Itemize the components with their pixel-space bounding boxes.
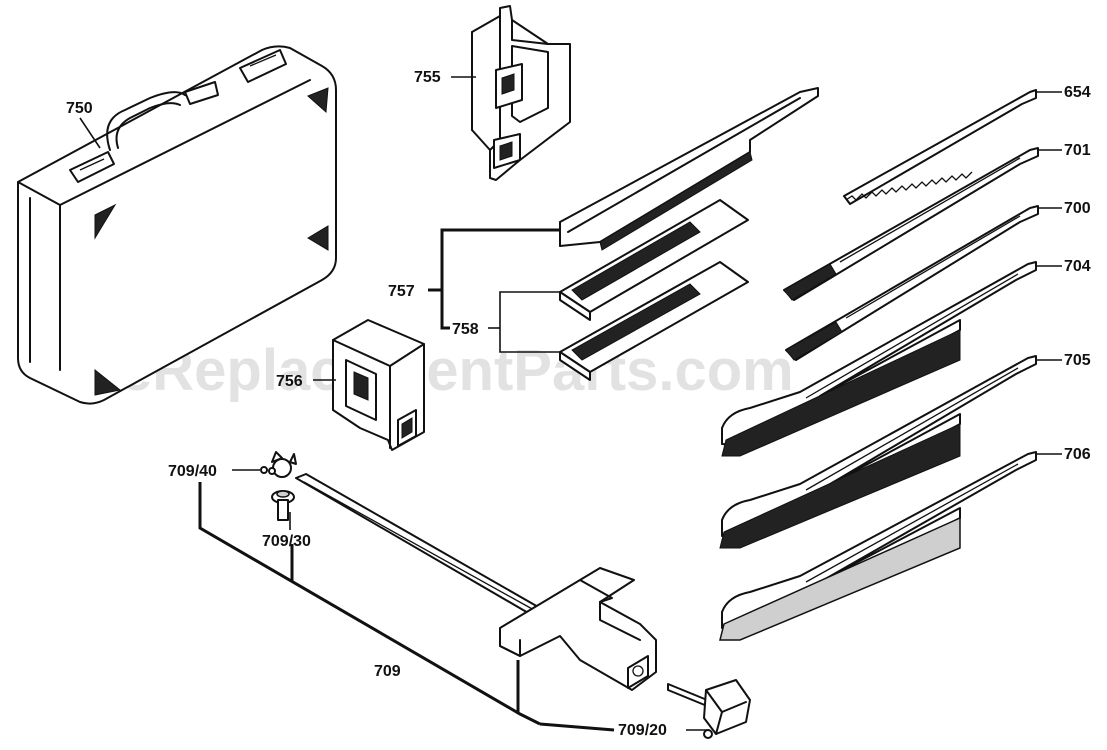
label-709: 709 xyxy=(374,663,401,680)
bracket-709 xyxy=(198,482,541,726)
label-705: 705 xyxy=(1064,352,1091,369)
file-blade-701 xyxy=(783,147,1039,301)
brush-blade-706 xyxy=(719,451,1037,641)
wing-nut-709-40 xyxy=(260,451,297,478)
file-blade-700 xyxy=(785,205,1039,361)
label-709-40: 709/40 xyxy=(168,463,217,480)
label-700: 700 xyxy=(1064,200,1091,217)
label-757: 757 xyxy=(388,283,415,300)
brush-blade-705 xyxy=(719,355,1037,549)
label-709-20: 709/20 xyxy=(618,722,667,739)
brush-pad-758-bottom xyxy=(559,261,749,381)
label-701: 701 xyxy=(1064,142,1091,159)
saw-blade-654 xyxy=(843,89,1037,205)
label-750: 750 xyxy=(66,100,93,117)
bracket-758 xyxy=(499,291,560,353)
rip-fence-709 xyxy=(295,473,657,691)
label-709-30: 709/30 xyxy=(262,533,311,550)
leader-750 xyxy=(79,117,101,149)
blade-carrier-757 xyxy=(559,87,819,251)
label-704: 704 xyxy=(1064,258,1091,275)
bolt-709-30 xyxy=(271,490,295,521)
brush-pad-758-top xyxy=(559,199,749,321)
label-654: 654 xyxy=(1064,84,1091,101)
label-755: 755 xyxy=(414,69,441,86)
label-706: 706 xyxy=(1064,446,1091,463)
carrying-case-750 xyxy=(17,45,337,405)
bracket-709-20 xyxy=(539,722,615,732)
bracket-757 xyxy=(440,228,560,330)
label-758: 758 xyxy=(452,321,479,338)
brush-blade-704 xyxy=(721,261,1037,457)
clamp-pin-709-20 xyxy=(667,679,751,739)
watermark-text: eReplacementParts.com xyxy=(120,338,794,403)
holder-bracket-755 xyxy=(471,5,571,181)
label-756: 756 xyxy=(276,373,303,390)
holder-block-756 xyxy=(332,319,425,451)
